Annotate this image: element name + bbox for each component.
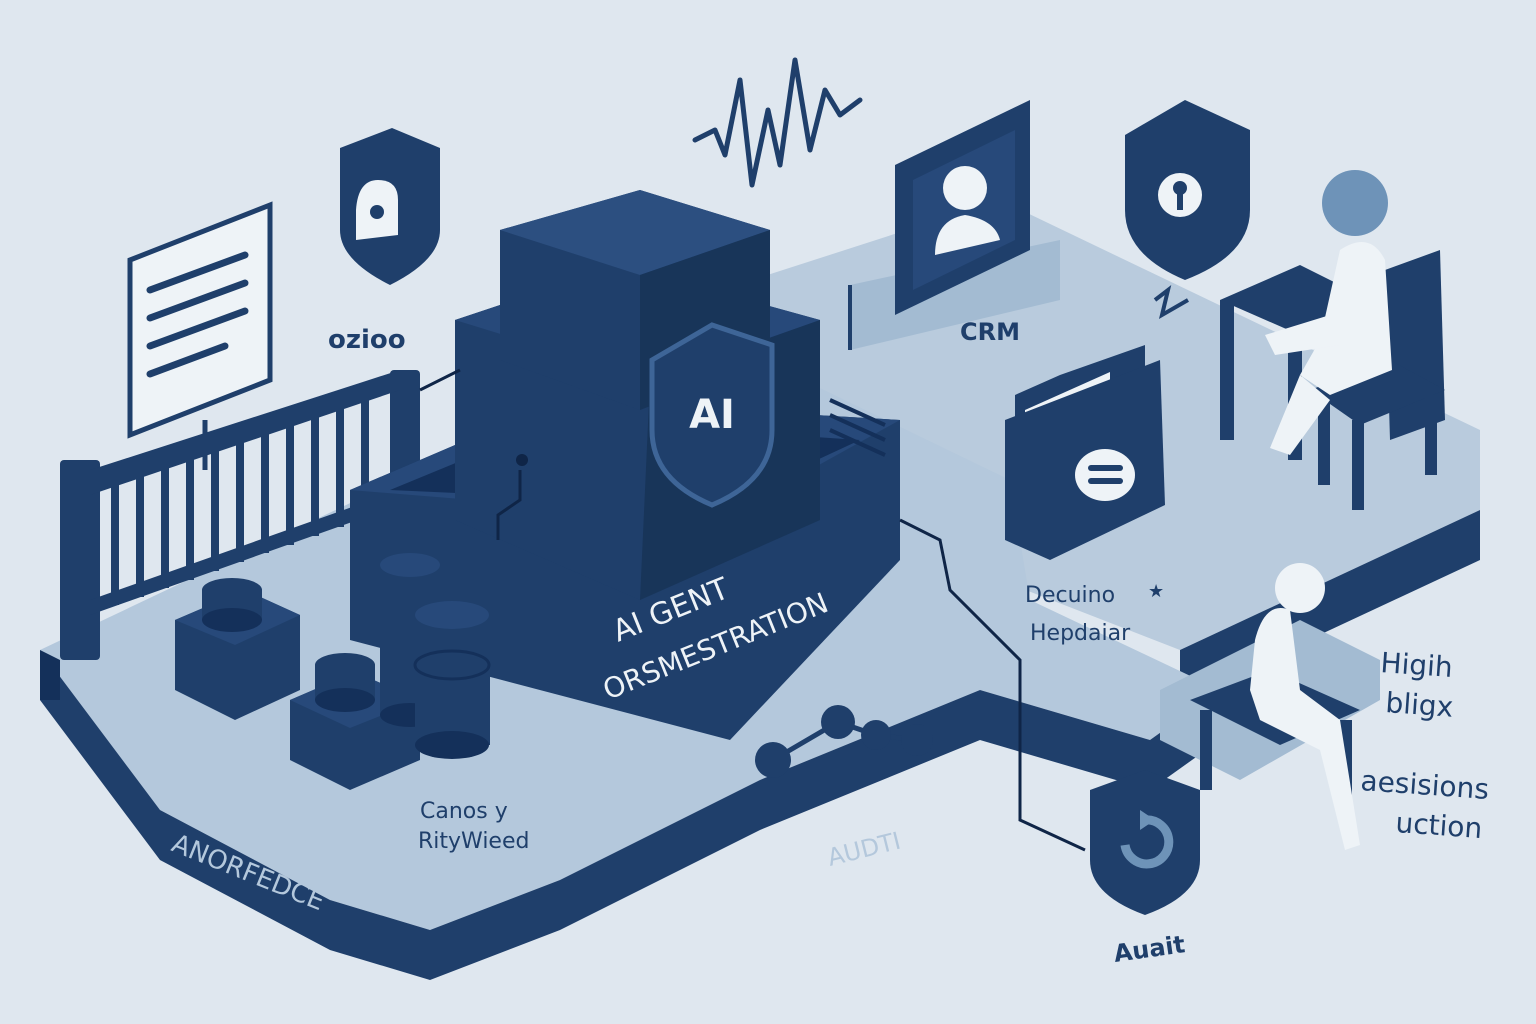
keyhole-shield-icon (1125, 100, 1250, 320)
high-label-line1: Higih (1380, 646, 1454, 684)
fence (60, 370, 420, 660)
folder-icon (1005, 345, 1165, 560)
high-label-line4: uction (1395, 806, 1484, 845)
decision-star: ★ (1148, 581, 1164, 602)
crm-label: CRM (960, 318, 1020, 346)
high-label-line3: aesisions (1360, 764, 1491, 806)
audit-bottom-label: Auait (1112, 930, 1187, 968)
decision-label-line2: Hepdaiar (1030, 621, 1131, 646)
capos-label-line1: Canos y (420, 799, 508, 824)
user-profile-icon (935, 166, 1000, 255)
network-nodes-icon (755, 705, 933, 778)
lock-shield-icon (340, 128, 440, 285)
person-at-desk (1220, 170, 1445, 510)
ai-shield-badge (649, 322, 775, 508)
high-label-line2: bligx (1385, 686, 1455, 724)
connection-wires (419, 368, 1086, 852)
decision-label-line1: Decuino (1025, 583, 1115, 608)
capos-label-line2: RityWieed (418, 829, 529, 854)
document-icon (127, 201, 273, 470)
person-on-bench (1190, 563, 1360, 850)
audit-path-label: AUDTI (825, 827, 904, 872)
lock-caption: ozioo (328, 325, 406, 355)
waveform-icon (692, 57, 863, 188)
refresh-shield-icon (1090, 770, 1200, 915)
ai-badge-label: AI (689, 392, 735, 438)
database-cluster (175, 553, 491, 790)
